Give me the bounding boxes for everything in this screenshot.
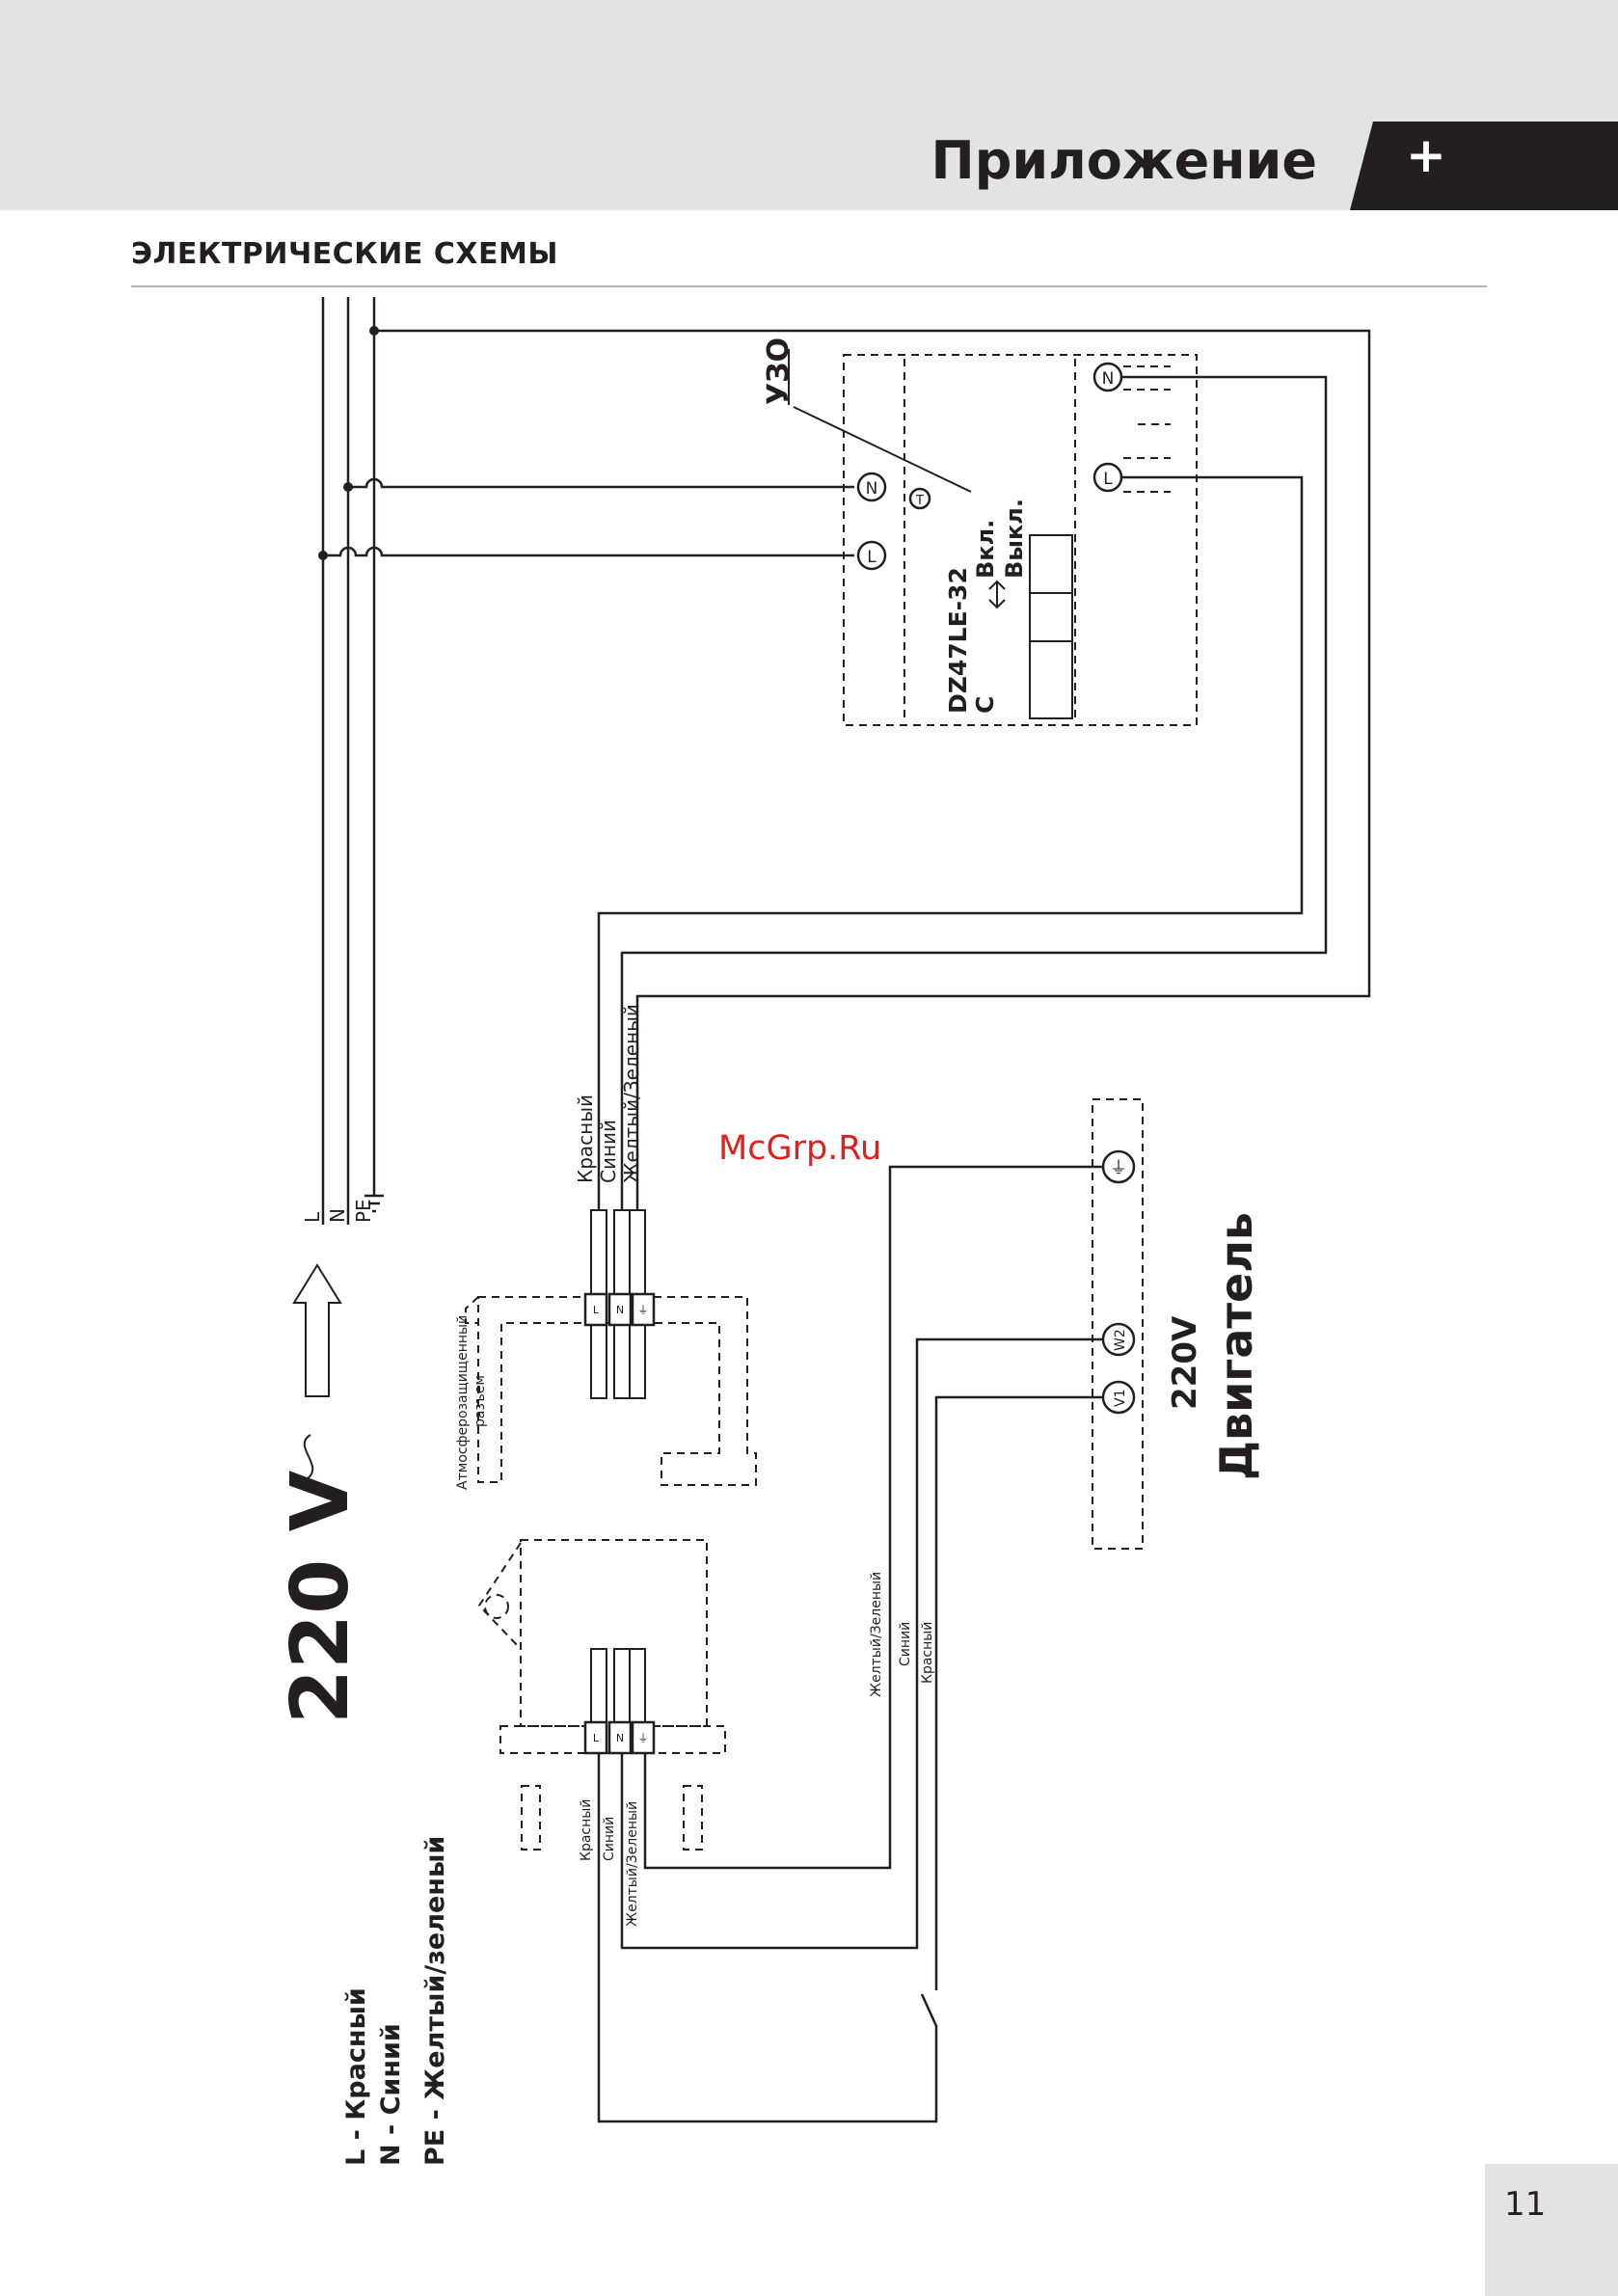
bus-label-l: L: [301, 1211, 324, 1223]
l-motor-wire: [599, 1753, 936, 2121]
rcd-on-label: Вкл.: [972, 520, 999, 579]
bus-label-n: N: [326, 1208, 349, 1223]
bus-labels: L N PE: [301, 1199, 375, 1223]
motor-cable-blue: Синий: [898, 1622, 913, 1666]
supply-voltage: 220 V: [275, 1470, 366, 1724]
socket-tag-n: N: [616, 1304, 624, 1316]
rcd-input-l-label: L: [867, 548, 876, 567]
top-cable-red: Красный: [574, 1094, 597, 1183]
legend-pe: PE - Желтый/зеленый: [420, 1836, 450, 2166]
plug-tag-l: L: [593, 1732, 600, 1744]
supply-bus: [323, 297, 384, 1225]
rcd-off-label: Выкл.: [1001, 499, 1028, 579]
l-supply-wire: [323, 548, 854, 555]
bottom-cable-blue: Синий: [602, 1817, 617, 1861]
connector-plug: L N ⏚: [479, 1540, 725, 1850]
top-cable-blue: Синий: [597, 1120, 620, 1183]
motor-switch-icon: [922, 1994, 936, 2026]
connector-label-line1: Атмосферозащищенный: [455, 1315, 471, 1490]
bottom-cable-labels: Красный Синий Желтый/Зеленый: [579, 1799, 640, 1927]
ground-icon: ⏚: [1110, 1158, 1127, 1178]
rcd-type: C: [971, 696, 999, 714]
socket-tag-pe: ⏚: [638, 1304, 649, 1316]
rcd-model: DZ47LE-32: [944, 567, 972, 714]
motor-cable-yellow-green: Желтый/Зеленый: [869, 1572, 884, 1697]
top-cable-yellow-green: Желтый/Зеленый: [620, 1004, 643, 1183]
page-number: 11: [1504, 2185, 1546, 2224]
plug-tag-pe: ⏚: [638, 1732, 649, 1744]
bottom-cable-yellow-green: Желтый/Зеленый: [625, 1801, 640, 1927]
motor: ⏚ W2 V1 220V Двигатель: [1092, 1099, 1262, 1549]
n-out-wire: [622, 377, 1326, 1210]
page-number-tab: 11: [1485, 2164, 1618, 2296]
connector-socket: L N ⏚ Атмосферозащищенный разъем: [455, 1210, 756, 1490]
on-off-arrow-icon: [989, 581, 1005, 608]
legend-l: L - Красный: [341, 1987, 371, 2166]
motor-v1-label: V1: [1113, 1390, 1128, 1407]
direction-arrow-icon: [294, 1265, 340, 1396]
n-supply-wire: [348, 479, 854, 487]
watermark: McGrp.Ru: [718, 1129, 881, 1168]
bus-label-pe: PE: [352, 1199, 375, 1223]
motor-cable-labels: Желтый/Зеленый Синий Красный: [869, 1572, 935, 1697]
rcd-label: УЗО: [762, 338, 796, 405]
motor-label: Двигатель: [1210, 1212, 1262, 1480]
rcd-output-l-label: L: [1103, 470, 1113, 489]
plug-tag-n: N: [616, 1732, 624, 1744]
motor-cable-red: Красный: [920, 1622, 935, 1684]
connector-label-line2: разъем: [472, 1375, 488, 1427]
socket-tag-l: L: [593, 1304, 600, 1316]
n-motor-wire: [622, 1339, 1102, 1948]
rcd-test-label: T: [915, 494, 924, 508]
rcd-input-n-label: N: [866, 479, 878, 499]
l-motor-feed: [936, 1397, 1102, 1990]
motor-voltage: 220V: [1166, 1315, 1204, 1410]
motor-w2-label: W2: [1113, 1329, 1128, 1351]
bottom-cable-red: Красный: [579, 1799, 594, 1861]
legend-n: N - Синий: [376, 2023, 406, 2166]
rcd-output-n-label: N: [1102, 369, 1115, 389]
legend: L - Красный N - Синий PE - Желтый/зелены…: [341, 1836, 450, 2166]
rcd-device: N L T N L УЗО DZ47LE-32 C Вкл. Выкл.: [762, 338, 1197, 725]
pe-motor-wire: [645, 1167, 1102, 1868]
pe-wire: [374, 331, 1369, 1210]
top-cable-labels: Красный Синий Желтый/Зеленый: [574, 1004, 643, 1183]
